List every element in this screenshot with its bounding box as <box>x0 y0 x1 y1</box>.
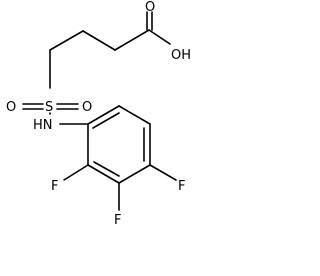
atom-label-sulfur: S <box>45 100 53 115</box>
ring-inner-bond-a <box>92 112 120 129</box>
molecule-drawing: O OH O S O HN F F F <box>6 0 191 228</box>
ring-bond-c2-c3 <box>87 164 120 184</box>
structure-canvas: O OH O S O HN F F F <box>6 0 191 228</box>
bond-c2-f <box>63 164 89 181</box>
atom-label-fluorine-4: F <box>178 179 185 194</box>
bond-chain-1 <box>114 29 150 51</box>
bond-c4-f <box>149 164 177 181</box>
atom-label-amine: HN <box>33 118 53 133</box>
bond-chain-2 <box>82 30 116 51</box>
atom-label-fluorine-3: F <box>114 213 121 228</box>
bond-acid-oh <box>148 29 171 45</box>
ring-bond-c3-c4 <box>118 164 151 184</box>
atom-label-hydroxyl: OH <box>171 48 191 63</box>
bond-chain-3 <box>49 30 84 51</box>
atom-label-sulfonyl-oxygen-right: O <box>82 100 92 115</box>
ring-inner-bond-c <box>93 161 120 177</box>
ring-bond-c6-c1 <box>87 105 120 125</box>
atom-label-carbonyl-oxygen: O <box>145 0 155 15</box>
ring-bond-c5-c6 <box>118 105 151 125</box>
atom-label-sulfonyl-oxygen-left: O <box>6 100 16 115</box>
atom-label-fluorine-2: F <box>51 179 58 194</box>
